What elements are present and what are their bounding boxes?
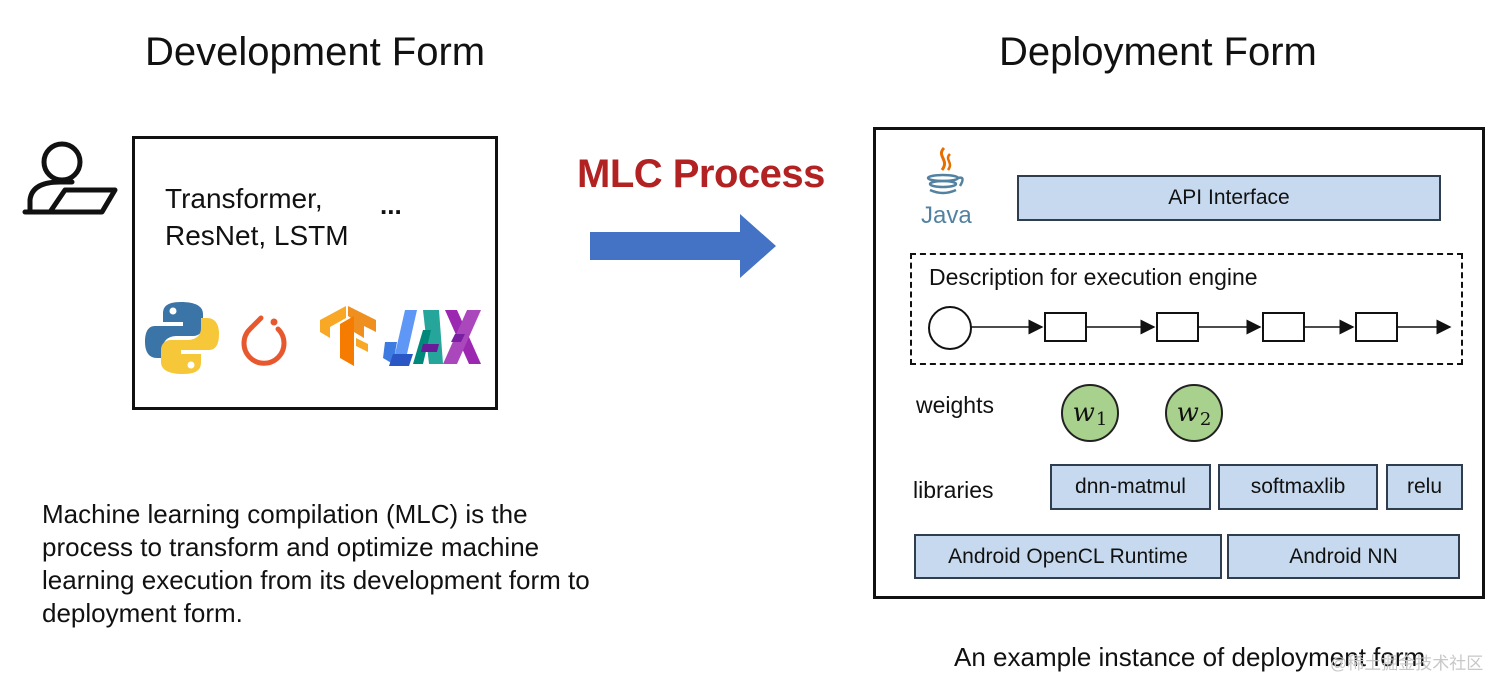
- mlc-description: Machine learning compilation (MLC) is th…: [42, 499, 590, 628]
- tensorflow-logo-icon: [320, 306, 376, 366]
- runtime-android-opencl: Android OpenCL Runtime: [914, 534, 1222, 579]
- library-relu: relu: [1386, 464, 1463, 510]
- weight-w1-symbol: w: [1072, 398, 1095, 428]
- mlc-process-label: MLC Process: [577, 152, 825, 196]
- model-ellipsis: ...: [380, 190, 402, 220]
- execution-engine-box: [910, 253, 1463, 365]
- deployment-form-box: [873, 127, 1485, 599]
- execution-graph: [928, 306, 1452, 350]
- development-form-box: [132, 136, 498, 410]
- weights-label: weights: [916, 392, 994, 418]
- model-list: Transformer, ResNet, LSTM: [165, 180, 349, 254]
- java-cup-icon: [926, 146, 964, 195]
- python-logo-icon: [145, 302, 219, 374]
- weight-w2-subscript: 2: [1199, 408, 1212, 430]
- runtime-android-nn: Android NN: [1227, 534, 1460, 579]
- model-list-line-1: Transformer,: [165, 183, 323, 214]
- developer-laptop-icon: [22, 141, 118, 215]
- model-list-line-2: ResNet, LSTM: [165, 220, 349, 251]
- mlc-process-arrow: [590, 214, 776, 278]
- library-softmaxlib: softmaxlib: [1218, 464, 1378, 510]
- pytorch-logo-icon: [241, 315, 287, 366]
- weight-w1-subscript: 1: [1095, 408, 1108, 430]
- api-interface-box: API Interface: [1017, 175, 1441, 221]
- deployment-caption: An example instance of deployment form: [954, 642, 1426, 672]
- execution-engine-description: Description for execution engine: [929, 264, 1258, 290]
- development-form-title: Development Form: [145, 30, 486, 74]
- deployment-form-title: Deployment Form: [999, 30, 1317, 74]
- jax-logo-icon: [383, 310, 481, 366]
- libraries-label: libraries: [913, 477, 994, 503]
- watermark: @稀土掘金技术社区: [1330, 654, 1484, 673]
- java-label: Java: [921, 202, 972, 229]
- library-dnn-matmul: dnn-matmul: [1050, 464, 1211, 510]
- weight-w2-symbol: w: [1176, 398, 1199, 428]
